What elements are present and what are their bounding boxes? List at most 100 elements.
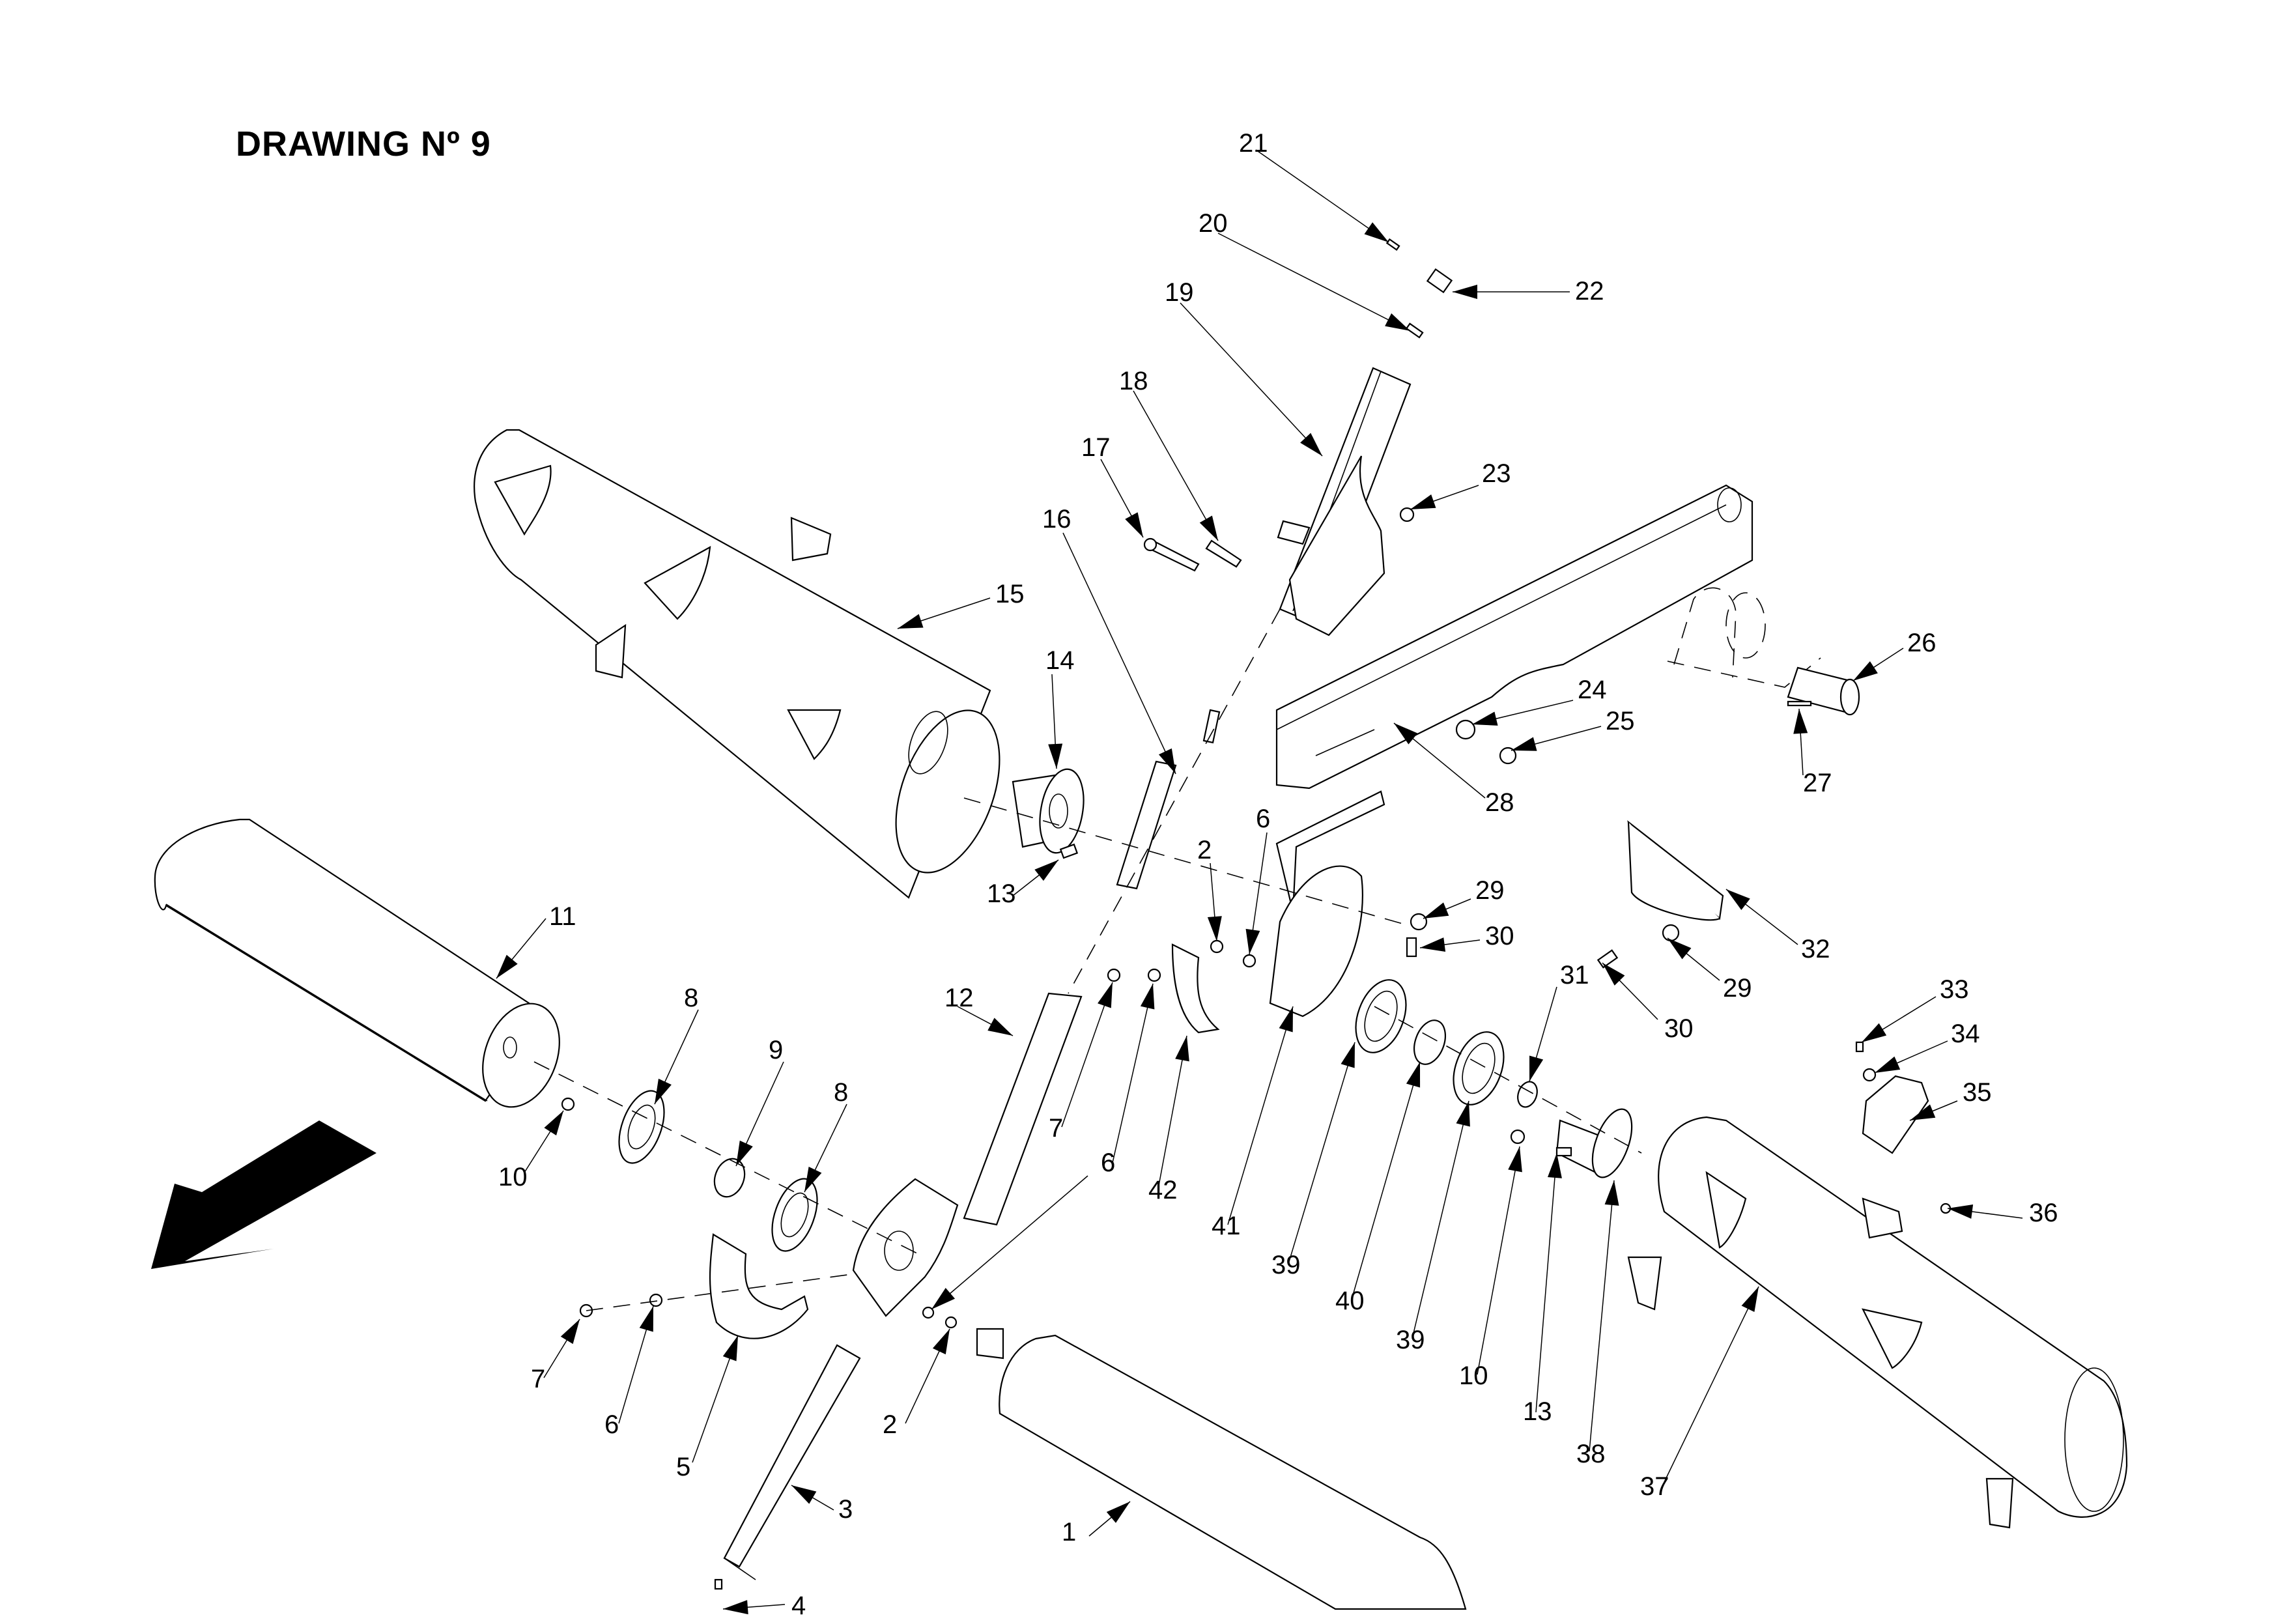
callout-label: 3 — [838, 1495, 853, 1524]
part-26-bearing-block — [1667, 587, 1821, 688]
callout-label: 12 — [944, 984, 974, 1012]
callout-6: 6 — [1245, 805, 1270, 955]
part-21-pin — [1385, 238, 1400, 251]
leader-line — [1133, 390, 1219, 541]
callout-label: 25 — [1606, 707, 1635, 735]
callout-label: 24 — [1578, 676, 1607, 704]
callout-label: 35 — [1963, 1078, 1992, 1107]
travel-direction-arrow — [151, 1120, 376, 1269]
callout-30: 30 — [1419, 922, 1514, 952]
callout-label: 33 — [1940, 975, 1969, 1004]
callout-6: 6 — [604, 1305, 654, 1439]
part-34-washer — [1862, 1068, 1877, 1082]
part-33-bolt — [1855, 1041, 1864, 1053]
callout-32: 32 — [1725, 889, 1830, 963]
part-4-pin — [714, 1578, 723, 1590]
callouts: 1223456666778891010111213131415161718192… — [496, 129, 2058, 1616]
axis-line-left — [533, 1061, 926, 1258]
leader-line — [1062, 532, 1176, 775]
callout-label: 31 — [1560, 961, 1589, 990]
arrowhead-icon — [804, 1166, 822, 1192]
callout-10: 10 — [498, 1110, 564, 1191]
arrowhead-icon — [1125, 512, 1143, 537]
callout-33: 33 — [1861, 975, 1969, 1043]
arrowhead-icon — [1300, 433, 1322, 456]
arrowhead-icon — [544, 1111, 563, 1136]
part-40-bearing — [1413, 1019, 1446, 1065]
callout-label: 41 — [1212, 1212, 1241, 1240]
callout-label: 18 — [1119, 367, 1148, 395]
leader-line — [1227, 1006, 1294, 1225]
callout-label: 21 — [1239, 129, 1268, 158]
part-15-upper-drum — [474, 429, 1001, 899]
callout-21: 21 — [1239, 129, 1389, 243]
callout-20: 20 — [1199, 209, 1411, 332]
part-35-plate — [1862, 1075, 1929, 1154]
callout-27: 27 — [1793, 708, 1832, 797]
callout-22: 22 — [1453, 277, 1604, 306]
callout-4: 4 — [722, 1591, 806, 1616]
callout-label: 8 — [684, 984, 698, 1012]
drawing-title: DRAWING Nº 9 — [236, 124, 491, 164]
callout-17: 17 — [1081, 433, 1144, 538]
part-25-nut — [1499, 747, 1517, 765]
leader-line — [1535, 1152, 1557, 1413]
callout-8: 8 — [804, 1078, 848, 1193]
callout-18: 18 — [1119, 367, 1219, 541]
callout-label: 27 — [1803, 769, 1832, 797]
arrowhead-icon — [1394, 723, 1418, 745]
callout-9: 9 — [735, 1036, 784, 1167]
part-39-seal-lower — [1453, 1031, 1505, 1105]
leader-line — [1180, 302, 1323, 457]
callout-23: 23 — [1410, 459, 1511, 510]
callout-3: 3 — [791, 1485, 853, 1524]
callout-31: 31 — [1529, 961, 1589, 1082]
leader-line — [1412, 1100, 1469, 1339]
part-2-nut-lower — [944, 1316, 958, 1329]
arrowhead-icon — [1279, 1006, 1293, 1033]
part-7-bolt-center — [1107, 968, 1121, 982]
arrowhead-icon — [1875, 1056, 1901, 1073]
callout-24: 24 — [1471, 676, 1607, 726]
arrowhead-icon — [1406, 1062, 1421, 1088]
arrowhead-icon — [932, 1329, 950, 1355]
callout-label: 22 — [1575, 277, 1604, 306]
arrowhead-icon — [987, 1018, 1013, 1036]
callout-5: 5 — [676, 1335, 739, 1481]
arrowhead-icon — [791, 1485, 817, 1504]
callout-label: 42 — [1148, 1176, 1178, 1204]
part-37-right-drum — [1627, 1116, 2128, 1529]
arrowhead-icon — [1207, 916, 1222, 941]
callout-label: 30 — [1664, 1014, 1694, 1043]
callout-6: 6 — [931, 1148, 1115, 1310]
callout-2: 2 — [883, 1328, 950, 1439]
arrowhead-icon — [1793, 709, 1808, 734]
arrowhead-icon — [1140, 984, 1155, 1010]
arrowhead-icon — [1175, 1036, 1189, 1062]
part-13-bolt-upper — [1059, 843, 1079, 859]
part-8-seal-plate-right — [771, 1178, 818, 1252]
arrowhead-icon — [1511, 737, 1537, 751]
part-6-washer-lower-left — [649, 1293, 663, 1307]
callout-label: 9 — [769, 1036, 783, 1064]
callout-label: 6 — [1101, 1148, 1115, 1177]
arrowhead-icon — [1199, 515, 1218, 541]
callout-label: 2 — [1197, 836, 1212, 864]
arrowhead-icon — [723, 1600, 748, 1615]
part-28-main-frame-bar — [1275, 484, 1753, 790]
leader-line — [1255, 149, 1389, 243]
callout-41: 41 — [1212, 1006, 1294, 1240]
arrowhead-icon — [1364, 222, 1389, 242]
part-6-washer-upper — [1147, 968, 1161, 982]
callout-13: 13 — [987, 859, 1059, 908]
part-10-bolt-right — [1510, 1129, 1526, 1145]
part-26-cylinder — [1787, 666, 1851, 715]
callout-16: 16 — [1042, 505, 1176, 775]
callout-label: 6 — [604, 1410, 619, 1439]
arrowhead-icon — [1420, 937, 1446, 952]
callout-label: 11 — [549, 902, 576, 931]
arrowhead-icon — [1472, 711, 1498, 726]
part-6-washer-upper-right — [1242, 954, 1256, 968]
callout-36: 36 — [1947, 1199, 2058, 1227]
